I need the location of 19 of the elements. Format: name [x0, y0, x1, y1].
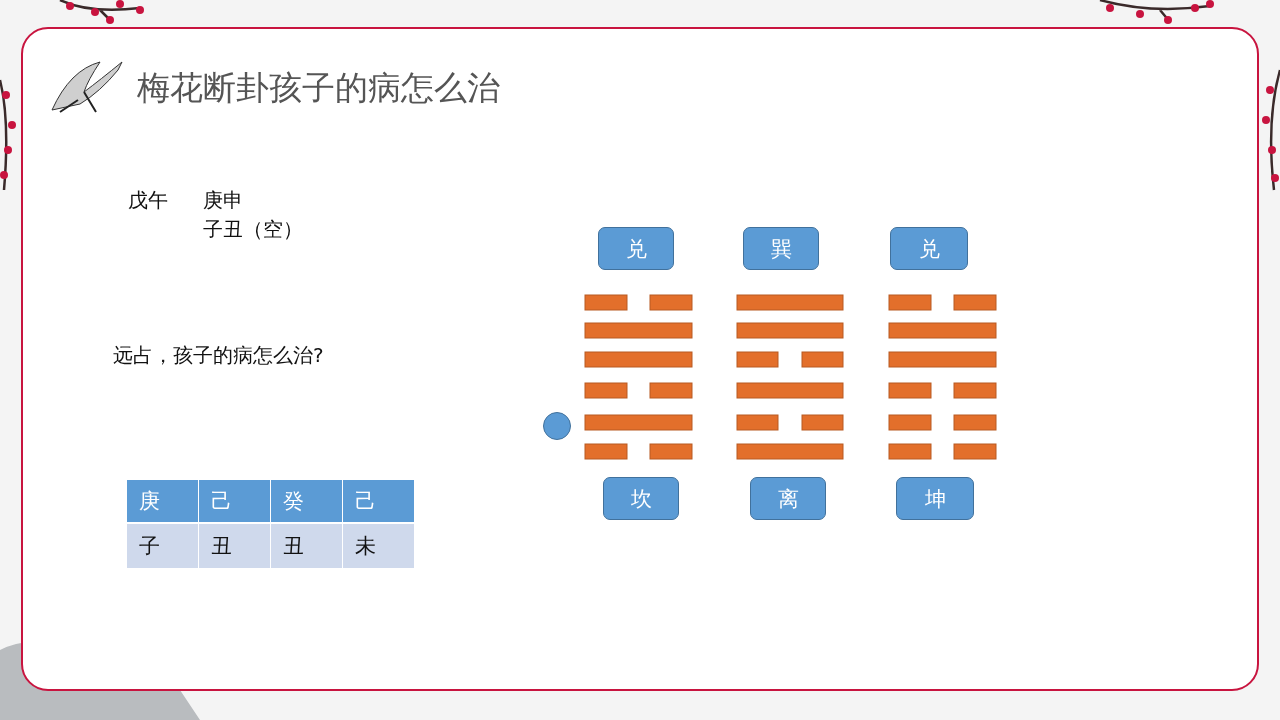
text-label: 子丑（空）: [203, 216, 303, 243]
text-label: 戊午: [128, 187, 168, 214]
trigram-box: 离: [750, 477, 826, 520]
slide-title: 梅花断卦孩子的病怎么治: [137, 67, 500, 109]
trigram-box: 兑: [598, 227, 674, 270]
trigram-box: 坤: [896, 477, 974, 520]
table-cell: 丑: [199, 524, 270, 568]
header-cell: 庚: [127, 480, 198, 522]
text-label: 庚申: [203, 187, 243, 214]
trigram-box: 坎: [603, 477, 679, 520]
header-cell: 癸: [271, 480, 342, 522]
text-label: 远占，孩子的病怎么治?: [113, 342, 324, 369]
header-cell: 己: [199, 480, 270, 522]
trigram-box: 兑: [890, 227, 968, 270]
trigram-box: 巽: [743, 227, 819, 270]
table-cell: 丑: [271, 524, 342, 568]
table-cell: 未: [343, 524, 414, 568]
table-cell: 子: [127, 524, 198, 568]
header-cell: 己: [343, 480, 414, 522]
